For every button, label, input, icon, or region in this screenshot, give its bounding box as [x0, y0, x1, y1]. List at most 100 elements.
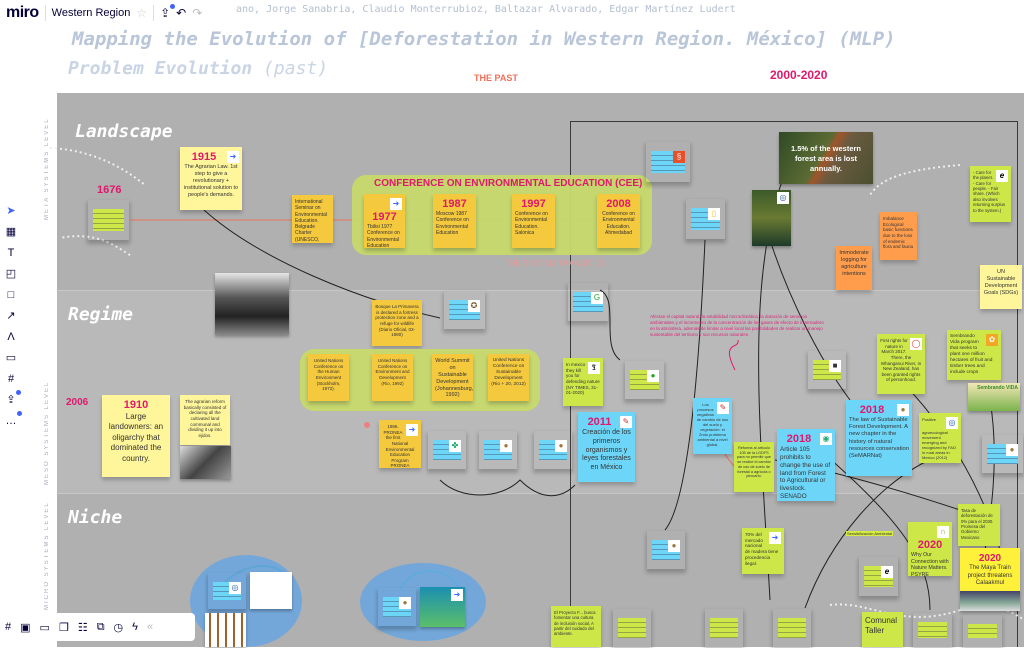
bar-chart-image[interactable] [205, 613, 246, 647]
sticky-note[interactable]: United Nations Conference on the Human E… [308, 354, 349, 401]
text-icon[interactable]: T [7, 247, 15, 259]
sticky-note[interactable]: ◎Positive agroecological movement emergi… [919, 413, 961, 463]
kanban-icon[interactable]: ☷ [77, 621, 88, 634]
miro-logo[interactable]: miro [6, 4, 39, 21]
sticky-note[interactable] [87, 199, 130, 241]
sticky-note[interactable] [704, 608, 744, 648]
sticky-note[interactable]: ■ [807, 350, 847, 390]
link-arrow-icon[interactable]: ➜ [227, 151, 239, 163]
select-cursor-icon[interactable]: ➤ [6, 205, 16, 217]
sticky-note[interactable]: ● [646, 530, 686, 570]
line-chart-image[interactable] [250, 572, 292, 609]
sticky-note[interactable] [772, 608, 812, 648]
link-arrow-icon[interactable]: ➜ [390, 198, 402, 210]
sticky-note[interactable] [612, 608, 652, 648]
sticky-note[interactable]: International Seminar on Environmental E… [292, 195, 333, 243]
presentation-icon[interactable]: ▣ [20, 621, 31, 634]
sticky-note[interactable] [912, 612, 953, 648]
seal-icon: ● [399, 597, 411, 609]
sticky-note[interactable]: ● [377, 587, 417, 627]
senado-logo-icon: ◉ [820, 433, 832, 445]
frame-icon[interactable]: # [7, 373, 15, 385]
comment-icon[interactable]: ▭ [5, 352, 17, 364]
sticky-note[interactable]: World Summit on Sustainable Development … [432, 354, 473, 401]
sembrando-vida-image[interactable]: Sembrando VIDA [968, 383, 1020, 411]
upload-icon[interactable]: ⇪ [6, 390, 21, 408]
sticky-note[interactable]: ➜70% del mercado nacional de madera tien… [742, 528, 784, 574]
sticky-note[interactable]: ➜1986. PRONEA the first National Environ… [379, 420, 421, 468]
cards-icon[interactable]: ❐ [58, 621, 69, 634]
sticky-note[interactable]: Imbalance Ecological basic functions due… [880, 212, 917, 260]
top-bar: miro Western Region ☆ ⇪ ↶ ↷ [0, 0, 230, 26]
sticky-note[interactable]: § [645, 141, 691, 183]
comments-icon[interactable]: ▭ [39, 621, 50, 634]
sticky-note[interactable]: ◎ [207, 572, 247, 610]
sticky-note[interactable]: UN Sustainable Development Goals (SDGs) [980, 265, 1022, 309]
sticky-note[interactable]: ● [533, 430, 573, 470]
undo-icon[interactable]: ↶ [176, 6, 187, 20]
sticky-note[interactable] [962, 614, 1003, 648]
book-cover-image[interactable]: ◎ [752, 190, 791, 246]
frames-icon[interactable]: # [5, 621, 12, 633]
more-icon[interactable]: … [6, 411, 22, 429]
collapse-icon[interactable]: « [146, 621, 154, 633]
link-arrow-icon[interactable]: ➜ [406, 424, 418, 436]
sticky-note[interactable]: Bosque La Primavera is declared a fortre… [372, 300, 422, 346]
seal-icon: ● [668, 540, 680, 552]
side-label-meta: META SYSTEMS LEVEL [44, 117, 50, 220]
maya-train-photo[interactable] [960, 591, 1020, 611]
sticky-note[interactable]: ● [624, 360, 665, 400]
sticky-note[interactable]: ✎Los procesos negativos de cambio de uso… [693, 398, 732, 454]
sticky-note[interactable]: United Nations Conference on Environment… [372, 354, 413, 401]
sticky-note[interactable]: Reforma al artículo 105 de la LGDFS para… [734, 442, 774, 492]
sticky-note[interactable]: ✿Sembrando Vida program that seeks to pl… [947, 330, 1001, 380]
board-subtitle: Problem Evolution (past) [68, 58, 328, 79]
sticky-note[interactable]: G [567, 282, 609, 322]
infographic-image[interactable]: ➜ [420, 587, 465, 627]
sticky-note[interactable]: ● [478, 430, 518, 470]
templates-icon[interactable]: ▦ [5, 226, 17, 238]
sticky-note-icon[interactable]: ◰ [5, 268, 17, 280]
sticky-note[interactable]: Comunal Taller [862, 612, 903, 647]
arrow-icon[interactable]: ↗ [6, 310, 16, 322]
sticky-note[interactable]: The agrarian reform basically consisted … [180, 395, 230, 445]
sticky-note[interactable]: United Nations Conference on Sustainable… [488, 354, 529, 401]
logo-icon: ✿ [986, 334, 998, 346]
upload-icon[interactable]: ⇪ [160, 4, 176, 20]
timer-icon[interactable]: ◷ [113, 621, 124, 634]
sticky-note[interactable]: ▯ [685, 198, 726, 240]
sticky-note[interactable]: ✪ [443, 290, 486, 330]
sticky-note[interactable]: ● [981, 434, 1024, 474]
sticky-note[interactable]: Immoderate logging for agriculture inten… [836, 246, 872, 290]
train-photo[interactable] [215, 273, 289, 335]
share-screen-icon[interactable]: ⧉ [96, 620, 105, 633]
shape-icon[interactable]: □ [7, 289, 15, 301]
sticky-note[interactable]: e [858, 556, 899, 597]
board-name[interactable]: Western Region [51, 7, 131, 19]
forest-loss-image[interactable]: 1.5% of the western forest area is lost … [779, 132, 873, 184]
sticky-note[interactable]: El Proyecto F... busca fomentar una cult… [551, 606, 601, 647]
agrarian-photo[interactable] [180, 446, 231, 479]
sticky-note[interactable]: ◯First rights for nature in March 2017. … [877, 334, 925, 394]
pen-icon[interactable]: Λ [7, 331, 15, 343]
sticky-note[interactable]: Tasa de deforestación de 0% para el 2030… [958, 504, 1000, 546]
star-icon[interactable]: ☆ [136, 6, 148, 20]
link-arrow-icon[interactable]: ➜ [451, 589, 463, 601]
sticky-note[interactable]: ✤ [427, 430, 467, 470]
link-arrow-icon[interactable]: ➜ [769, 532, 781, 544]
redo-icon[interactable]: ↷ [192, 6, 203, 20]
sticky-note[interactable]: e- Care for the planet. - Care for peopl… [970, 166, 1011, 222]
activity-icon[interactable]: ϟ [132, 621, 138, 633]
